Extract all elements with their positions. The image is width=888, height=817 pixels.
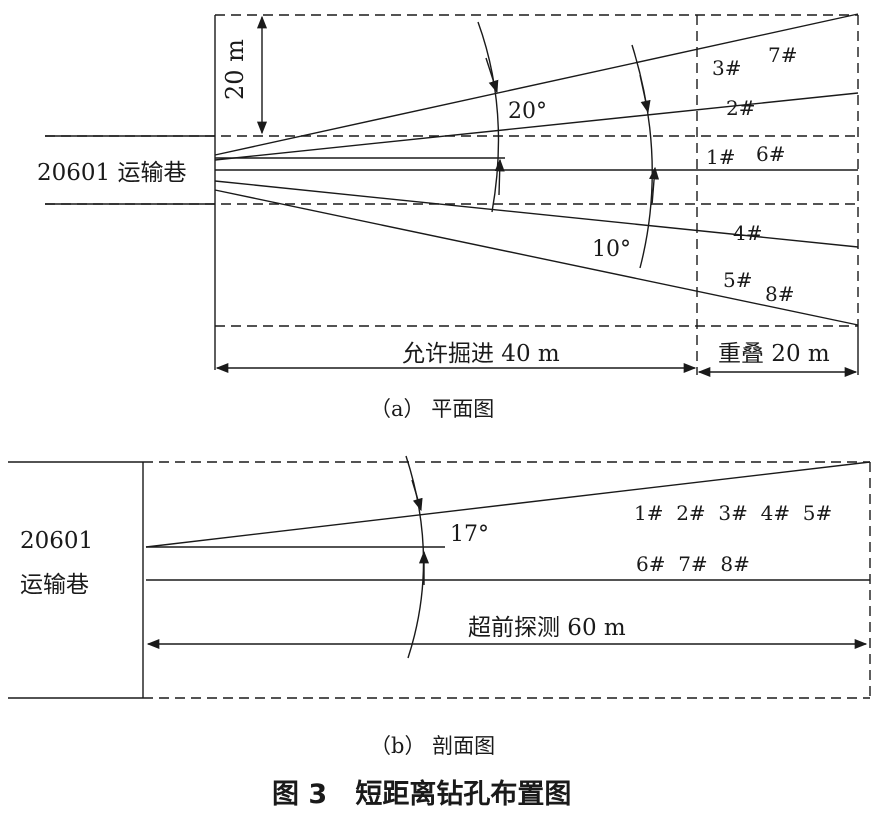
dim-overlap-label: 重叠 20 m xyxy=(718,341,830,367)
hole-label-8: 8# xyxy=(765,282,794,306)
section-holes-lower: 6# 7# 8# xyxy=(636,552,750,576)
angle-20-arc xyxy=(477,21,500,213)
roadway-label: 20601 运输巷 xyxy=(37,160,186,186)
plan-view xyxy=(45,13,859,378)
dim-20m-label: 20 m xyxy=(221,39,249,100)
section-holes-upper: 1# 2# 3# 4# 5# xyxy=(634,501,832,525)
angle-10-arrow-top xyxy=(639,74,651,114)
angle-20-label: 20° xyxy=(508,99,547,124)
angle-10-label: 10° xyxy=(592,237,631,262)
borehole-2 xyxy=(214,92,859,161)
section-roadway-line1: 20601 xyxy=(20,528,93,554)
section-view xyxy=(8,455,871,699)
borehole-5-8 xyxy=(214,189,859,326)
caption-plan: （a） 平面图 xyxy=(370,397,494,421)
dim-allowed-label: 允许掘进 40 m xyxy=(402,341,560,367)
angle-17-arrow-top xyxy=(411,479,423,512)
borehole-3-7 xyxy=(214,13,859,156)
angle-20-arrow-bottom xyxy=(494,158,505,196)
angle-20-arrow-top xyxy=(485,57,499,94)
figure-title: 图 3 短距离钻孔布置图 xyxy=(272,778,571,810)
section-roadway-line2: 运输巷 xyxy=(20,572,89,598)
angle-10-arc xyxy=(631,44,653,269)
angle-10-arrow-bottom xyxy=(649,166,660,206)
hole-label-5: 5# xyxy=(723,268,752,292)
hole-label-1: 1# xyxy=(706,145,735,169)
dim-advance-label: 超前探测 60 m xyxy=(468,615,626,641)
angle-17-label: 17° xyxy=(450,522,489,547)
hole-label-7: 7# xyxy=(768,43,797,67)
hole-label-6: 6# xyxy=(756,142,785,166)
hole-label-2: 2# xyxy=(726,96,755,120)
hole-label-3: 3# xyxy=(712,56,741,80)
borehole-4 xyxy=(214,180,859,248)
angle-17-arc xyxy=(405,455,425,659)
caption-section: （b） 剖面图 xyxy=(370,734,495,758)
section-borehole-upper xyxy=(145,461,871,548)
hole-label-4: 4# xyxy=(733,221,762,245)
